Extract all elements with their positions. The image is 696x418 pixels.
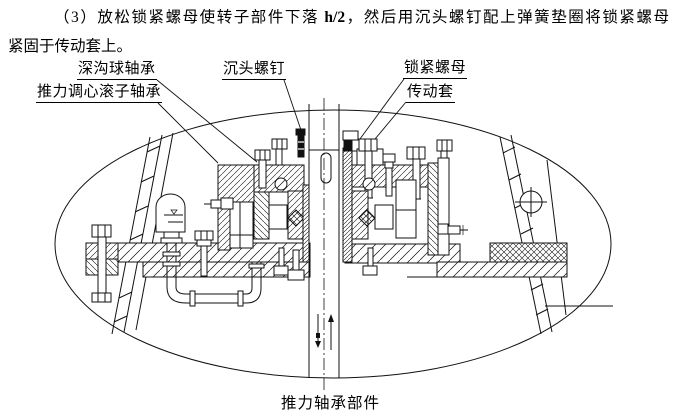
label-thrust-roller-bearing: 推力调心滚子轴承 (36, 85, 163, 103)
figure-caption: 推力轴承部件 (281, 395, 381, 412)
left-strut (111, 132, 174, 335)
flow-arrow-down (315, 314, 321, 348)
roller-left (287, 209, 305, 227)
label-deep-groove-bearing: 深沟球轴承 (77, 62, 157, 80)
plate-bolt-down (194, 230, 214, 277)
countersunk-screw (295, 128, 306, 158)
left-flange-bolt (85, 224, 119, 303)
paragraph-line-2: 紧固于传动套上。 (8, 38, 133, 55)
leader-thrust-roller-bearing (157, 102, 219, 164)
procedure-paragraph: （3）放松锁紧螺母使转子部件下落 h/2，然后用沉头螺钉配上弹簧垫圈将锁紧螺母 … (8, 3, 669, 61)
paragraph-text-pre: （3）放松锁紧螺母使转子部件下落 (54, 9, 325, 26)
right-housing (351, 138, 468, 276)
lock-nut (342, 130, 360, 152)
left-housing (204, 138, 305, 281)
oil-pipe (162, 243, 265, 307)
leader-deep-groove-bearing (156, 79, 258, 163)
roller-right (358, 209, 376, 227)
paragraph-line-1: （3）放松锁紧螺母使转子部件下落 h/2，然后用沉头螺钉配上弹簧垫圈将锁紧螺母 (8, 3, 669, 32)
leader-countersunk-screw (283, 79, 304, 137)
paragraph-text-post: ，然后用沉头螺钉配上弹簧垫圈将锁紧螺母 (345, 9, 669, 26)
right-strut (499, 134, 567, 335)
leader-lock-nut (356, 78, 405, 144)
label-drive-sleeve: 传动套 (406, 85, 455, 103)
detail-ellipse (54, 109, 612, 379)
label-lock-nut: 锁紧螺母 (403, 61, 468, 79)
shaft (308, 98, 340, 392)
oil-cup (155, 193, 186, 244)
flow-arrow-up (328, 314, 334, 350)
shaft-slot (320, 152, 332, 184)
label-countersunk-screw: 沉头螺钉 (222, 62, 287, 80)
strut-hole (515, 187, 547, 217)
paragraph-text-h2: h/2 (324, 9, 346, 26)
leader-lines (156, 78, 407, 164)
